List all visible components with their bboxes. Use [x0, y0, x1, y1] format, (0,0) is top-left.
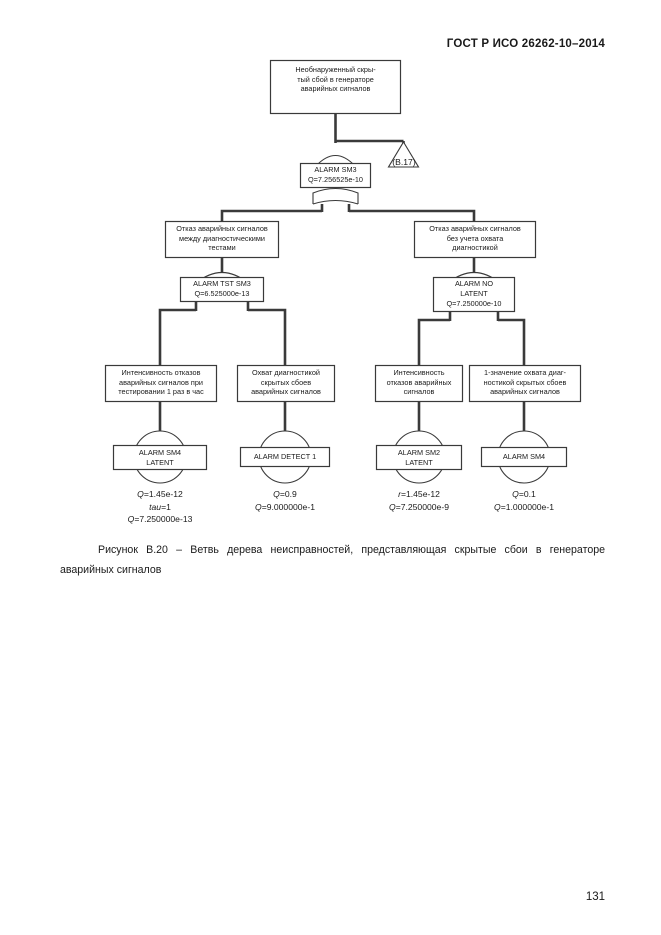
basic-event-name-box-4 — [480, 446, 568, 468]
figure-caption: Рисунок B.20 – Ветвь дерева неисправност… — [60, 544, 605, 576]
basic-event-name-box-1 — [112, 444, 208, 471]
standard-header: ГОСТ Р ИСО 26262-10–2014 — [446, 38, 605, 50]
edge-bus-right — [349, 209, 476, 221]
fault-tree-figure: Необнаруженный скры- тый сбой в генерато… — [104, 59, 582, 524]
edge-left-split — [158, 308, 196, 365]
gate-box-alarm-tst-sm3 — [179, 276, 265, 303]
page-number: 131 — [585, 891, 605, 903]
leaf-box-4 — [468, 364, 582, 403]
top-event-box — [269, 59, 402, 115]
branch-box-left — [164, 220, 280, 259]
leaf-box-3 — [374, 364, 464, 403]
basic-event-name-box-3 — [375, 444, 463, 471]
edge-left-split-2 — [248, 308, 287, 365]
transfer-triangle — [387, 140, 420, 168]
leaf-box-2 — [236, 364, 336, 403]
gate-box-alarm-sm3 — [299, 162, 372, 189]
edge-bus-left — [220, 209, 322, 221]
gate-box-alarm-no-latent — [432, 276, 516, 313]
branch-box-right — [413, 220, 537, 259]
or-gate-lower-bottom — [312, 199, 359, 205]
leaf-box-1 — [104, 364, 218, 403]
basic-event-name-box-2 — [239, 446, 331, 468]
or-gate-lower-shape — [312, 187, 359, 204]
edge-right-split — [417, 318, 450, 365]
edge-right-split-2 — [498, 318, 526, 365]
fault-tree-graphics — [104, 59, 582, 484]
